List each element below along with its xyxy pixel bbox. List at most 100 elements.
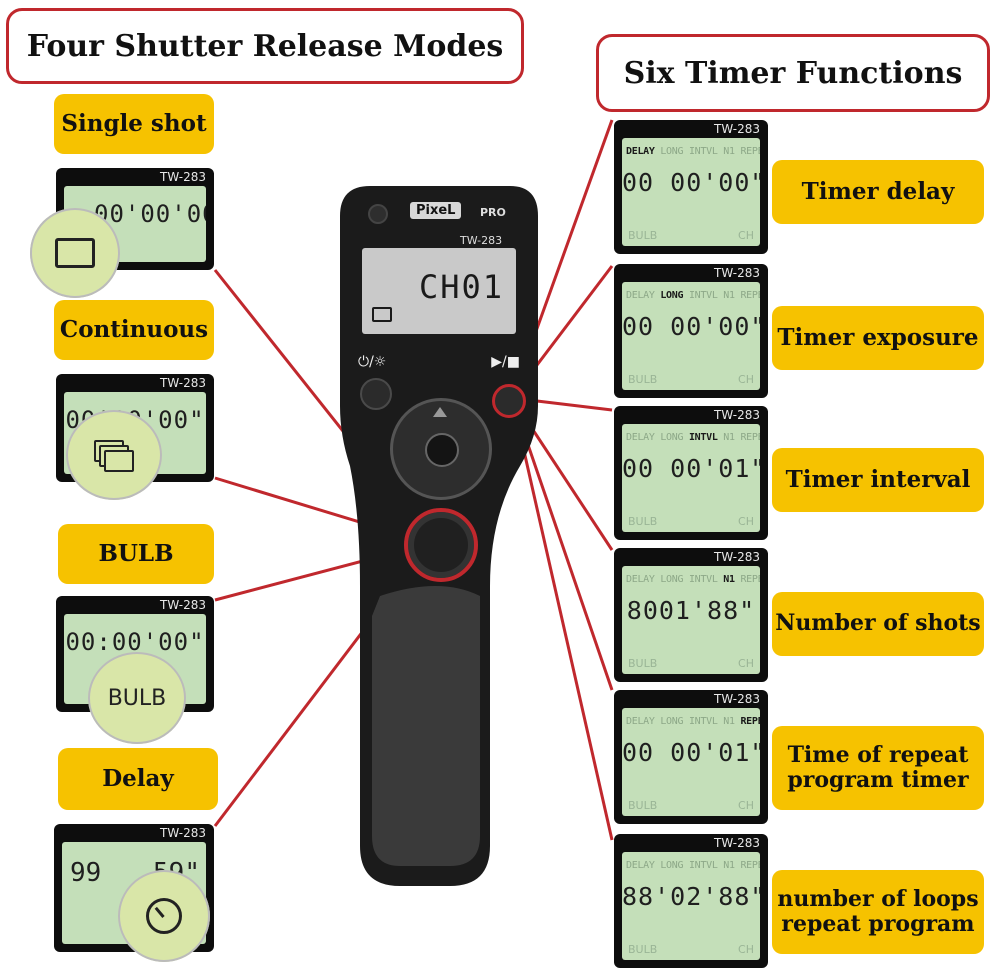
lcd-mode-long: LONG bbox=[660, 860, 689, 871]
shutter-button[interactable] bbox=[404, 508, 478, 582]
lcd-mode-intvl: INTVL bbox=[688, 146, 724, 157]
label-text-line: repeat program bbox=[781, 911, 975, 937]
lcd-modes-row: DELAY LONG INTVL N1 REPEAT N2 bbox=[626, 574, 760, 585]
lcd-mode-repeat: REPEAT bbox=[740, 716, 760, 727]
lcd-mode-n1: N1 bbox=[723, 716, 741, 727]
label-timer-function: Timer delay bbox=[772, 160, 984, 224]
lcd-bottom-ch: CH bbox=[738, 373, 754, 386]
lcd-mode-n1: N1 bbox=[723, 290, 741, 301]
lcd-mode-long: LONG bbox=[660, 290, 689, 301]
lcd-bottom-row: BULB CH bbox=[628, 515, 754, 528]
self-timer-icon bbox=[118, 870, 210, 962]
lcd-mode-n1: N1 bbox=[723, 432, 741, 443]
lcd-screen: DELAY LONG INTVL N1 REPEAT N2 00 00'01" BU… bbox=[622, 424, 760, 532]
lcd-bottom-ch: CH bbox=[738, 515, 754, 528]
lcd-digits: 88'02'88" bbox=[622, 882, 760, 911]
lcd-bottom-ch: CH bbox=[738, 943, 754, 956]
lcd-bottom-bulb: BULB bbox=[628, 515, 658, 528]
lcd-bottom-bulb: BULB bbox=[628, 799, 658, 812]
label-text-line: Timer delay bbox=[801, 177, 955, 205]
lcd-mode-repeat: REPEAT bbox=[740, 574, 760, 585]
play-stop-label: ▶/■ bbox=[491, 354, 520, 370]
lcd-screen: DELAY LONG INTVL N1 REPEAT N2 88'02'88" BU… bbox=[622, 852, 760, 960]
right-title: Six Timer Functions bbox=[596, 34, 990, 112]
lcd-bottom-row: BULB CH bbox=[628, 657, 754, 670]
lcd-mode-n1: N1 bbox=[723, 574, 741, 585]
bulb-magnifier: BULB bbox=[88, 652, 186, 744]
label-text-line: Number of shots bbox=[775, 610, 981, 637]
continuous-frames-icon bbox=[66, 410, 162, 500]
lcd-bottom-ch: CH bbox=[738, 799, 754, 812]
lcd-mode-long: LONG bbox=[660, 574, 689, 585]
lcd-model-label: TW-283 bbox=[714, 122, 760, 136]
lcd-digits: 00 00'00" bbox=[622, 312, 760, 341]
remote-brand-suffix: PRO bbox=[480, 206, 506, 219]
lcd-digits: 00 00'00" bbox=[622, 168, 760, 197]
lcd-bottom-ch: CH bbox=[738, 229, 754, 242]
lcd-model-label: TW-283 bbox=[714, 836, 760, 850]
lcd-bottom-ch: CH bbox=[738, 657, 754, 670]
lcd-modes-row: DELAY LONG INTVL N1 REPEAT N2 bbox=[626, 432, 760, 443]
lcd-bottom-row: BULB CH bbox=[628, 373, 754, 386]
lcd-mode-repeat: REPEAT bbox=[740, 290, 760, 301]
label-text-line: Time of repeat bbox=[787, 741, 969, 768]
lcd-mode-intvl: INTVL bbox=[688, 290, 724, 301]
remote-controller: PixeL PRO TW-283 CH01 ⏻/☼ ▶/■ bbox=[340, 186, 538, 886]
label-timer-function: Number of shots bbox=[772, 592, 984, 656]
lcd-bottom-bulb: BULB bbox=[628, 373, 658, 386]
lcd-modes-row: DELAY LONG INTVL N1 REPEAT N2 bbox=[626, 860, 760, 871]
line-loops bbox=[510, 397, 614, 841]
left-title-text: Four Shutter Release Modes bbox=[26, 28, 504, 64]
lcd-bottom-bulb: BULB bbox=[628, 657, 658, 670]
lcd-mode-delay: DELAY bbox=[626, 574, 661, 585]
label-timer-function: Timer interval bbox=[772, 448, 984, 512]
lcd-mode-delay: DELAY bbox=[626, 146, 661, 157]
lcd-modes-row: DELAY LONG INTVL N1 REPEAT N2 bbox=[626, 290, 760, 301]
lcd-digits: 00 00'01" bbox=[622, 454, 760, 483]
lcd-mode-long: LONG bbox=[660, 146, 689, 157]
label-continuous: Continuous bbox=[54, 300, 214, 360]
lcd-mode-intvl: INTVL bbox=[688, 860, 724, 871]
lcd-model-label: TW-283 bbox=[714, 266, 760, 280]
lcd-bottom-bulb: BULB bbox=[628, 943, 658, 956]
label-delay: Delay bbox=[58, 748, 218, 810]
direction-center-button[interactable] bbox=[425, 433, 459, 467]
lcd-mode-delay: DELAY bbox=[626, 432, 661, 443]
remote-screen: CH01 bbox=[362, 248, 516, 334]
lcd-digits: 00 00'01" bbox=[622, 738, 760, 767]
lcd-screen: DELAY LONG INTVL N1 REPEAT N200 00'00"BU… bbox=[622, 138, 760, 246]
left-title: Four Shutter Release Modes bbox=[6, 8, 524, 84]
label-text-line: Timer interval bbox=[785, 465, 971, 493]
label-single-shot: Single shot bbox=[54, 94, 214, 154]
lcd-model-label: TW-283 bbox=[714, 550, 760, 564]
lcd-mode-n1: N1 bbox=[723, 860, 741, 871]
label-text-line: Timer exposure bbox=[777, 323, 979, 351]
lcd-digits: 8001'88" bbox=[626, 596, 756, 625]
power-light-button[interactable] bbox=[360, 378, 392, 410]
lcd-mode-repeat: REPEAT bbox=[740, 860, 760, 871]
lcd-mode-repeat: REPEAT bbox=[740, 146, 760, 157]
lcd-bottom-row: BULB CH bbox=[628, 799, 754, 812]
direction-pad[interactable] bbox=[390, 398, 492, 500]
lcd-screen: DELAY LONG INTVL N1 REPEAT N2 00 00'01" BU… bbox=[622, 708, 760, 816]
play-stop-button[interactable] bbox=[492, 384, 526, 418]
single-frame-icon bbox=[30, 208, 120, 298]
lcd-mode-delay: DELAY bbox=[626, 860, 661, 871]
lcd-mode-repeat: REPEAT bbox=[740, 432, 760, 443]
lcd-modes-row: DELAY LONG INTVL N1 REPEAT N2 bbox=[626, 716, 760, 727]
lcd-model-label: TW-283 bbox=[714, 408, 760, 422]
arrow-up-icon bbox=[433, 407, 447, 417]
lcd-model-label: TW-283 bbox=[714, 692, 760, 706]
lcd-mode-n1: N1 bbox=[723, 146, 741, 157]
lcd-mode-delay: DELAY bbox=[626, 716, 661, 727]
remote-led bbox=[368, 204, 388, 224]
